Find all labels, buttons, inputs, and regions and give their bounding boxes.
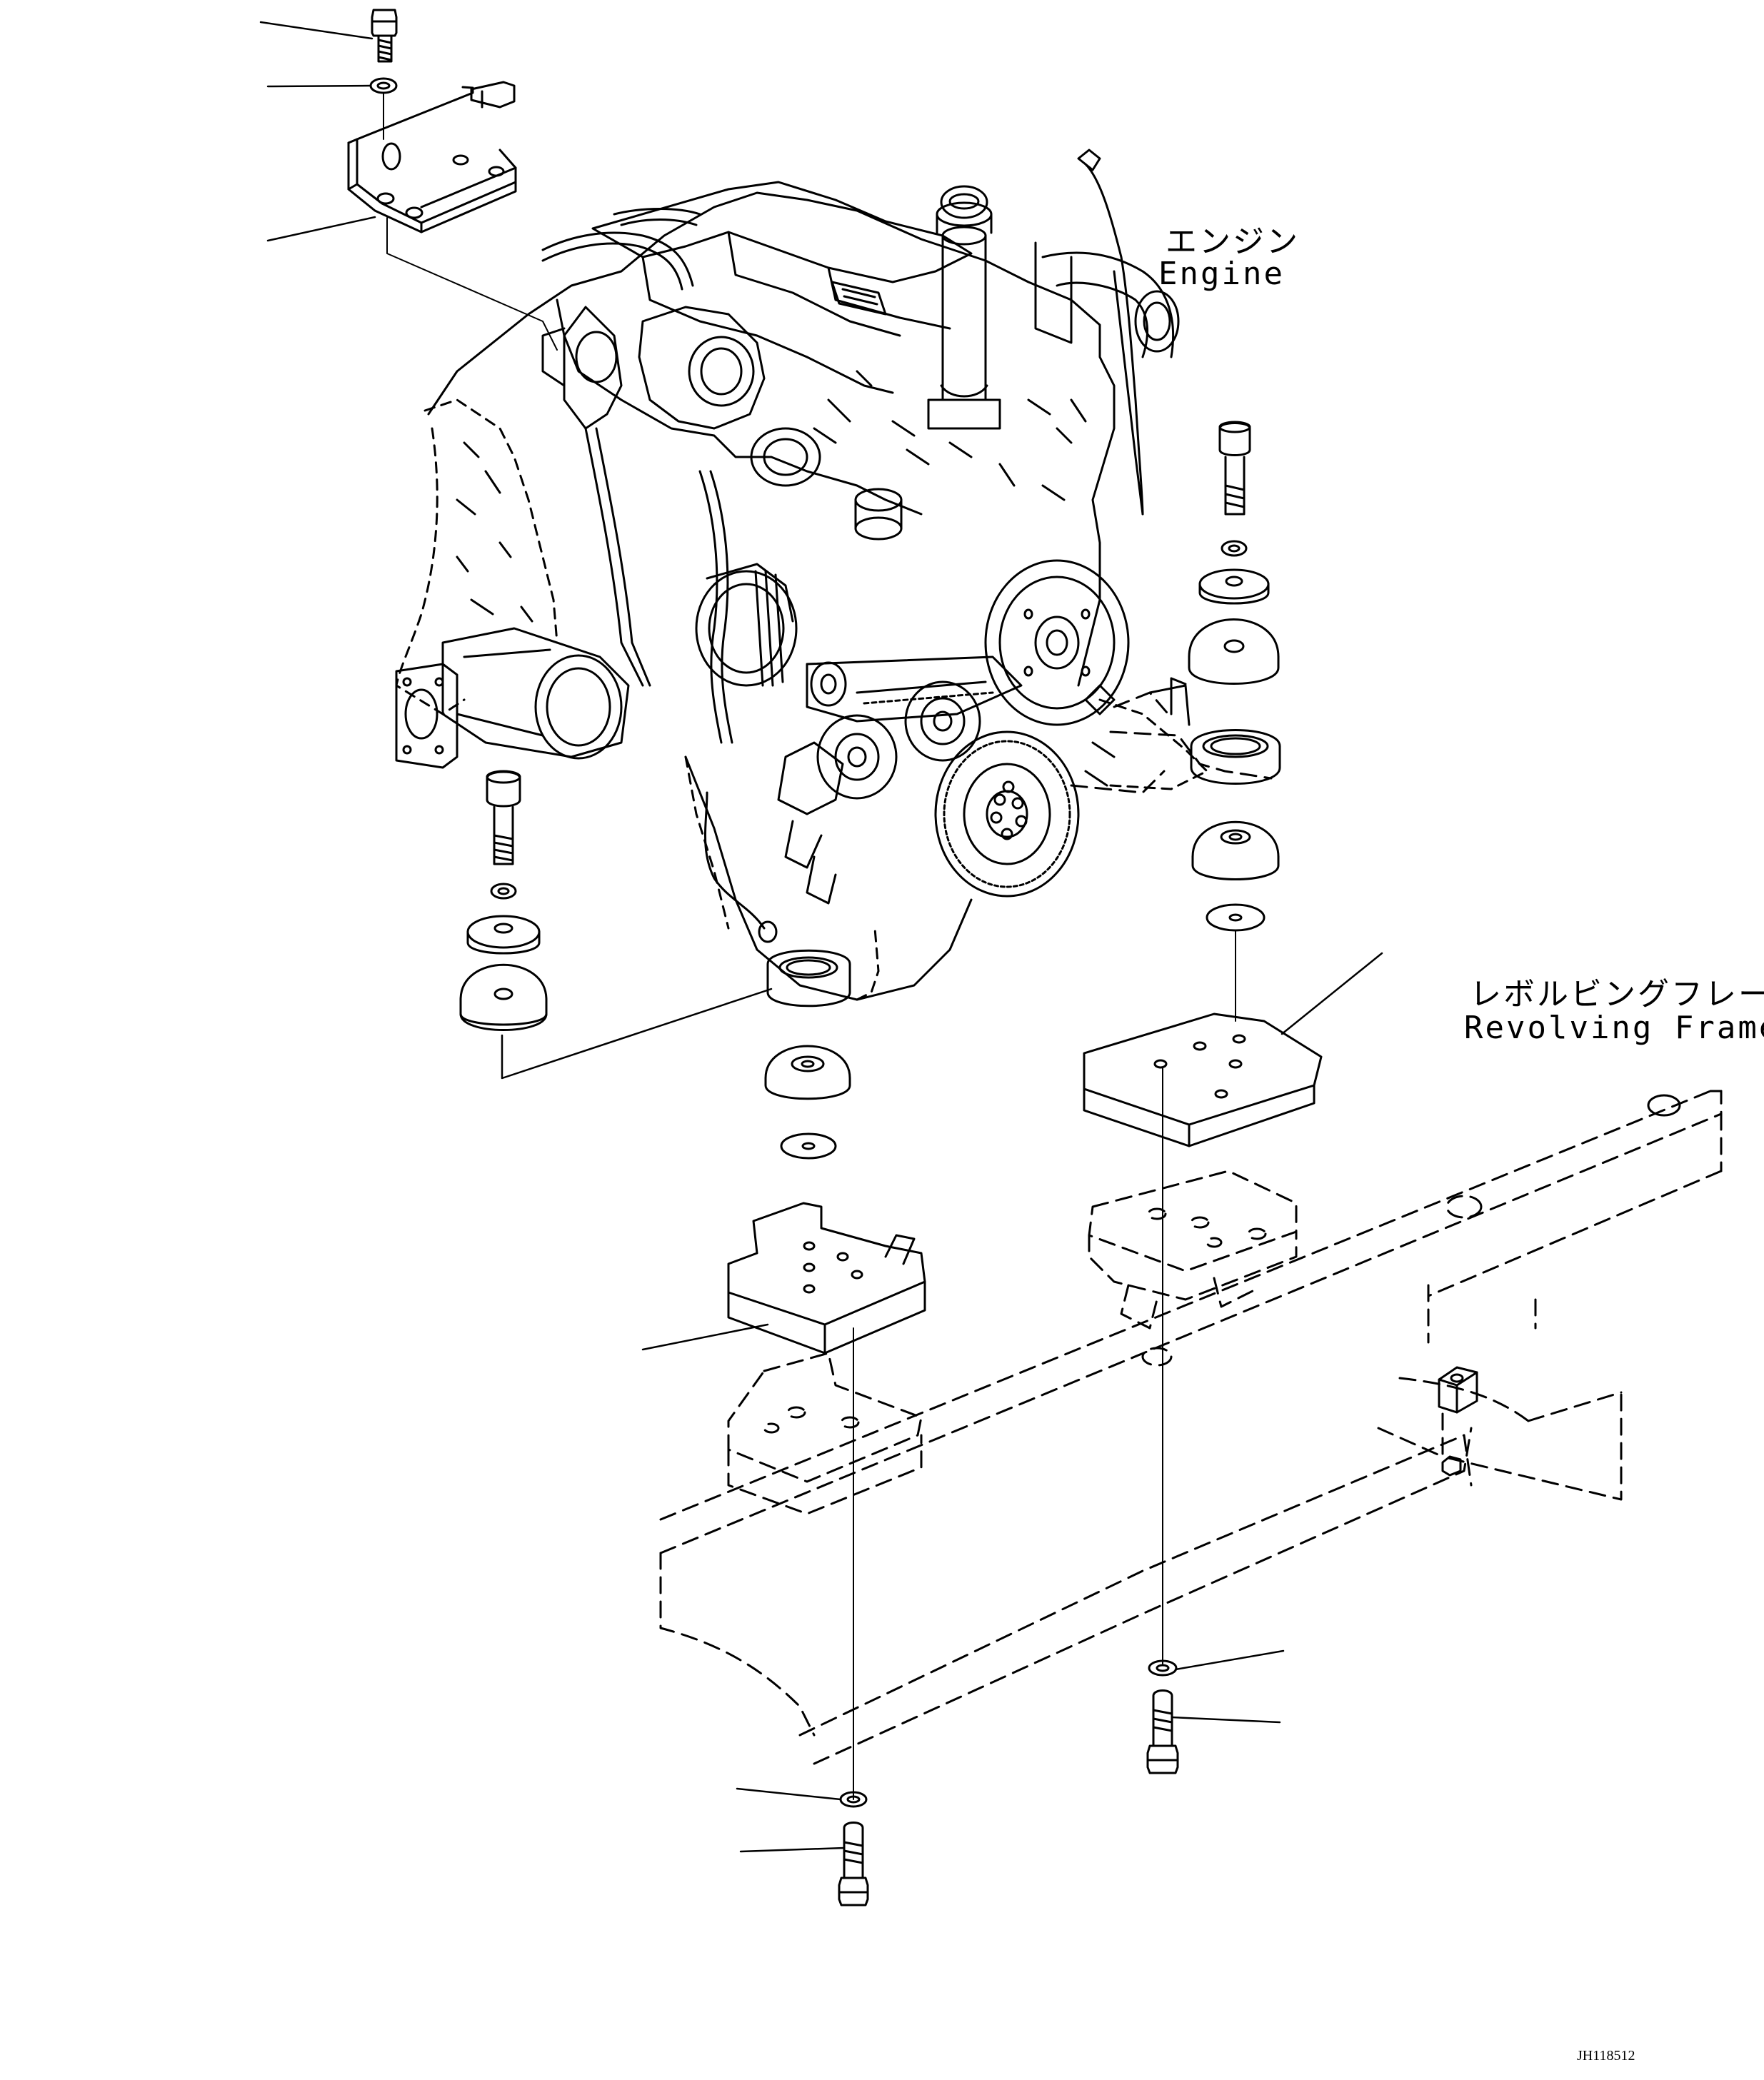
left-mount-washer-icon	[490, 883, 517, 900]
left-mount-bolt-icon	[486, 770, 521, 865]
left-mount-leader	[501, 988, 773, 1080]
center-bottom-bolt-icon	[739, 1822, 869, 1906]
center-mount-plate-icon	[641, 1202, 926, 1355]
bracket-washer-icon	[266, 77, 398, 140]
right-bottom-bolt-icon	[1146, 1689, 1281, 1774]
center-mount-collar-icon	[766, 949, 851, 1008]
right-mount-washer-icon	[1221, 540, 1248, 557]
frame-label-en: Revolving Frame	[1464, 1010, 1764, 1046]
bracket-icon	[266, 81, 558, 351]
bracket-bolt-icon	[259, 9, 398, 63]
right-mount-collar-icon	[1190, 729, 1281, 785]
right-mount-washer-lower-icon	[1206, 903, 1266, 932]
right-mount-rubber-cone-icon	[1188, 618, 1280, 685]
revolving-frame-icon	[659, 691, 1723, 1765]
drawing-id: JH118512	[1577, 2048, 1635, 2064]
left-mount-rubber-cone-icon	[459, 963, 548, 1031]
engine-icon	[395, 149, 1208, 1001]
right-mount-bolt-icon	[1218, 421, 1251, 516]
right-mount-rubber-lower-icon	[1191, 820, 1280, 880]
right-mount-rubber-top-icon	[1198, 568, 1270, 605]
engine-label-jp: エンジン	[1166, 223, 1300, 260]
center-mount-rubber-top-icon	[764, 1045, 851, 1100]
engine-label-en: Engine	[1158, 256, 1285, 292]
left-mount-rubber-top-icon	[466, 915, 541, 955]
right-mount-plate-icon	[1083, 952, 1383, 1147]
center-mount-washer-icon	[780, 1132, 837, 1160]
frame-label-jp: レボルビングフレーム	[1470, 976, 1764, 1013]
right-bottom-washer-icon	[1148, 1649, 1285, 1677]
center-bottom-washer-icon	[736, 1787, 868, 1808]
frame-nut-icon	[1438, 1366, 1478, 1477]
